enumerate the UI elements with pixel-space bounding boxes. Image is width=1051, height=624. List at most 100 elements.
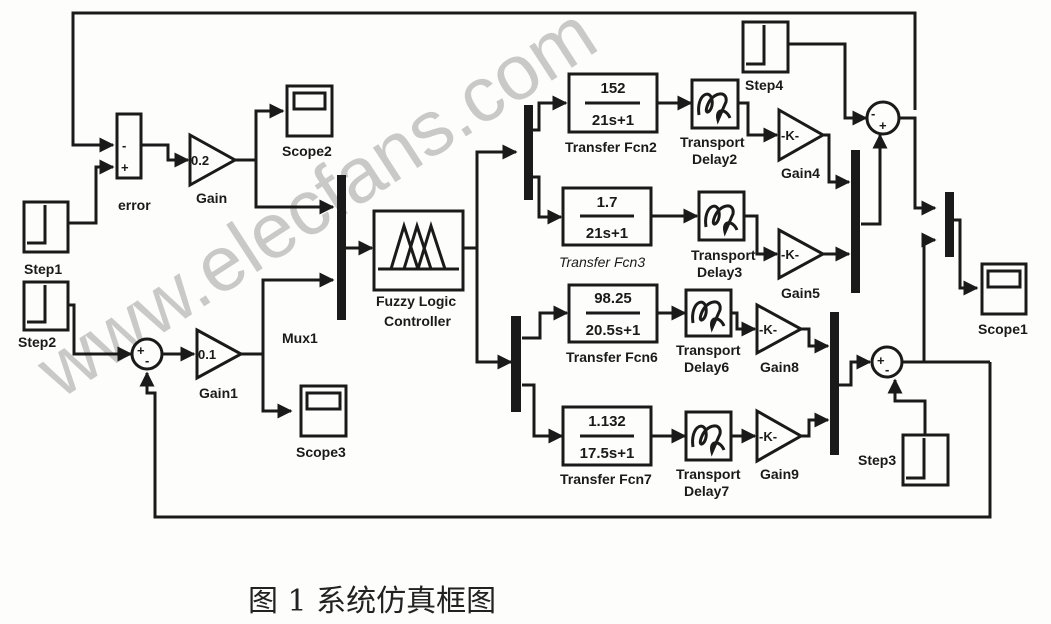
gain4-value: -K- — [781, 128, 799, 143]
transport-delay3-block[interactable]: Transport Delay3 — [691, 190, 756, 280]
transfer-fcn2-block[interactable]: 152 21s+1 Transfer Fcn2 — [565, 72, 659, 155]
wire-demux-tf7 — [522, 383, 564, 444]
gain1-value: 0.1 — [198, 347, 216, 362]
wire-td6-gain8 — [731, 311, 757, 337]
tf7-numerator: 1.132 — [588, 413, 626, 430]
wire-muxright-scope1 — [951, 218, 979, 296]
wire-gain1-mux — [241, 272, 335, 356]
tf6-numerator: 98.25 — [594, 290, 632, 307]
td2-label-line1: Transport — [680, 134, 745, 150]
tf3-numerator: 1.7 — [597, 194, 618, 211]
wire-demux-tf6 — [522, 305, 569, 340]
wire-td2-gain4 — [738, 101, 779, 143]
wire-error-gain — [141, 143, 190, 168]
sum2-sign-plus: + — [137, 343, 145, 358]
td3-label-line2: Delay3 — [697, 264, 742, 280]
step2-label: Step2 — [18, 334, 56, 350]
tf3-label: Transfer Fcn3 — [559, 254, 645, 270]
tf7-label: Transfer Fcn7 — [560, 471, 652, 487]
wire-gain8-mux — [801, 327, 830, 354]
step3-label: Step3 — [858, 452, 896, 468]
scope2-label: Scope2 — [282, 143, 332, 159]
transport-delay6-block[interactable]: Transport Delay6 — [676, 288, 741, 375]
transfer-fcn3-block[interactable]: 1.7 21s+1 Transfer Fcn3 — [559, 186, 653, 270]
td7-label-line2: Delay7 — [684, 483, 729, 499]
wire-gain9-mux — [801, 412, 830, 438]
mux1-label: Mux1 — [282, 330, 318, 346]
error-sign-minus: - — [122, 138, 126, 153]
tf2-denominator: 21s+1 — [592, 112, 634, 129]
tf2-numerator: 152 — [600, 80, 625, 97]
demux-top-block[interactable] — [524, 105, 533, 200]
flc-label-line1: Fuzzy Logic — [376, 293, 456, 309]
wire-top-feedback — [71, 11, 917, 153]
wire-sumtop-muxright — [899, 116, 937, 216]
wire-sumbot-muxright — [921, 232, 937, 362]
scope3-block[interactable]: Scope3 — [296, 384, 348, 460]
gain5-label: Gain5 — [781, 285, 820, 301]
wire-demux-tf3 — [531, 175, 563, 225]
demux-bottom-block[interactable] — [511, 316, 521, 412]
gain4-label: Gain4 — [781, 165, 820, 181]
tf2-label: Transfer Fcn2 — [565, 139, 657, 155]
scope3-label: Scope3 — [296, 444, 346, 460]
mux-output-block[interactable] — [945, 192, 954, 257]
gain-label: Gain — [196, 190, 227, 206]
td7-label-line1: Transport — [676, 466, 741, 482]
transfer-fcn6-block[interactable]: 98.25 20.5s+1 Transfer Fcn6 — [566, 283, 659, 365]
step3-block[interactable]: Step3 — [858, 433, 950, 487]
mux-bottom-right-block[interactable] — [830, 312, 839, 455]
error-sum-block[interactable]: - + error — [115, 112, 151, 213]
sum-bottom-block[interactable]: + - — [870, 345, 904, 379]
gain5-block[interactable]: -K- Gain5 — [777, 227, 827, 301]
sumbot-sign-plus: + — [877, 353, 885, 368]
transport-delay7-block[interactable]: Transport Delay7 — [676, 410, 741, 499]
tf6-denominator: 20.5s+1 — [586, 322, 641, 339]
gain4-block[interactable]: -K- Gain4 — [777, 107, 827, 181]
td2-label-line2: Delay2 — [692, 151, 737, 167]
fuzzy-logic-controller-block[interactable]: Fuzzy Logic Controller — [372, 209, 465, 329]
sumtop-sign-plus: + — [879, 118, 887, 133]
tf7-denominator: 17.5s+1 — [580, 445, 635, 462]
step1-block[interactable]: Step1 — [22, 200, 70, 277]
sum2-block[interactable]: + - — [130, 337, 164, 371]
td6-label-line1: Transport — [676, 342, 741, 358]
wire-gain4-mux — [823, 133, 851, 190]
wire-muxtop-sumtop — [861, 133, 888, 226]
figure-caption: 图 1 系统仿真框图 — [248, 584, 496, 619]
wire-gain-mux — [254, 160, 335, 215]
wire-bottom-feedback — [139, 362, 992, 519]
gain1-block[interactable]: 0.1 Gain1 — [195, 327, 245, 401]
step4-block[interactable]: Step4 — [741, 20, 790, 93]
gain8-value: -K- — [759, 322, 777, 337]
gain9-label: Gain9 — [760, 466, 799, 482]
mux1-block[interactable] — [337, 175, 346, 320]
sum-top-block[interactable]: - + — [865, 100, 901, 136]
step1-label: Step1 — [24, 261, 62, 277]
wire-flc-demux-bot — [475, 248, 513, 370]
step4-label: Step4 — [745, 77, 783, 93]
scope2-block[interactable]: Scope2 — [282, 84, 334, 159]
gain-value: 0.2 — [191, 153, 209, 168]
td6-label-line2: Delay6 — [684, 359, 729, 375]
gain9-value: -K- — [759, 429, 777, 444]
scope1-block[interactable]: Scope1 — [978, 262, 1028, 337]
transfer-fcn7-block[interactable]: 1.132 17.5s+1 Transfer Fcn7 — [560, 405, 653, 487]
mux-top-right-block[interactable] — [851, 150, 860, 293]
transport-delay2-block[interactable]: Transport Delay2 — [680, 78, 745, 167]
wire-step2-sum — [68, 303, 133, 362]
scope1-label: Scope1 — [978, 321, 1028, 337]
error-sign-plus: + — [121, 160, 129, 175]
error-label: error — [118, 197, 151, 213]
wire-step1-error — [68, 159, 115, 225]
gain-block[interactable]: 0.2 Gain — [188, 132, 239, 206]
step2-block[interactable]: Step2 — [18, 280, 70, 350]
wire-flc-demux-top — [463, 144, 518, 250]
gain8-block[interactable]: -K- Gain8 — [755, 302, 805, 375]
gain9-block[interactable]: -K- Gain9 — [755, 408, 805, 482]
gain8-label: Gain8 — [760, 359, 799, 375]
tf3-denominator: 21s+1 — [586, 225, 628, 242]
wire-gain-scope2 — [235, 103, 285, 162]
sumtop-sign-minus: - — [871, 106, 875, 121]
